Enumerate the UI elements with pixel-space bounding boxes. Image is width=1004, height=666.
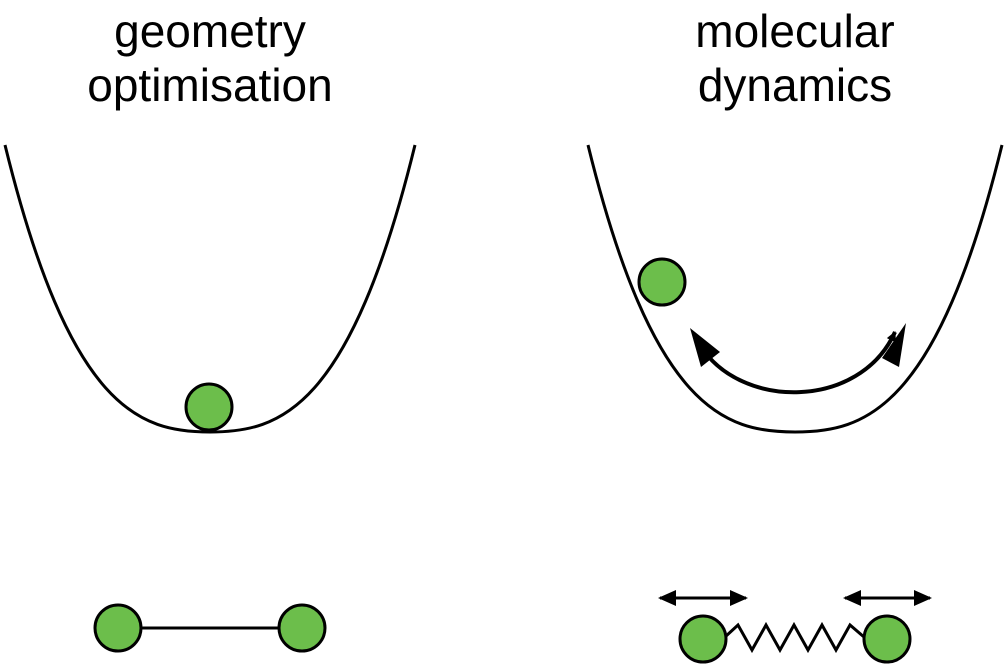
left-ball-at-minimum <box>184 382 234 432</box>
left-atom-1 <box>93 603 143 653</box>
title-left-line2: optimisation <box>87 59 333 111</box>
title-right-line2: dynamics <box>697 59 893 111</box>
left-potential-well <box>3 144 417 434</box>
title-right-line1: molecular <box>695 5 895 57</box>
right-atom-2-arrow-right-head <box>914 590 932 606</box>
right-spring-bond <box>723 621 865 654</box>
oscillation-arrow-left-head <box>690 328 720 367</box>
right-atom-1 <box>678 614 728 664</box>
title-left-line1: geometry <box>114 5 306 57</box>
oscillation-arrow <box>698 331 897 395</box>
oscillation-arrow-right-head <box>882 323 906 367</box>
right-atom-1-arrow-left-head <box>658 590 676 606</box>
right-atom-2 <box>862 614 912 664</box>
right-atom-1-arrow-right-head <box>730 590 748 606</box>
molecular-dynamics-title: molecular dynamics <box>615 4 975 112</box>
right-ball-on-slope <box>637 257 687 307</box>
left-atom-2 <box>277 603 327 653</box>
geometry-optimisation-title: geometry optimisation <box>30 4 390 112</box>
right-atom-2-arrow-left-head <box>843 590 861 606</box>
right-potential-well <box>586 144 1004 434</box>
